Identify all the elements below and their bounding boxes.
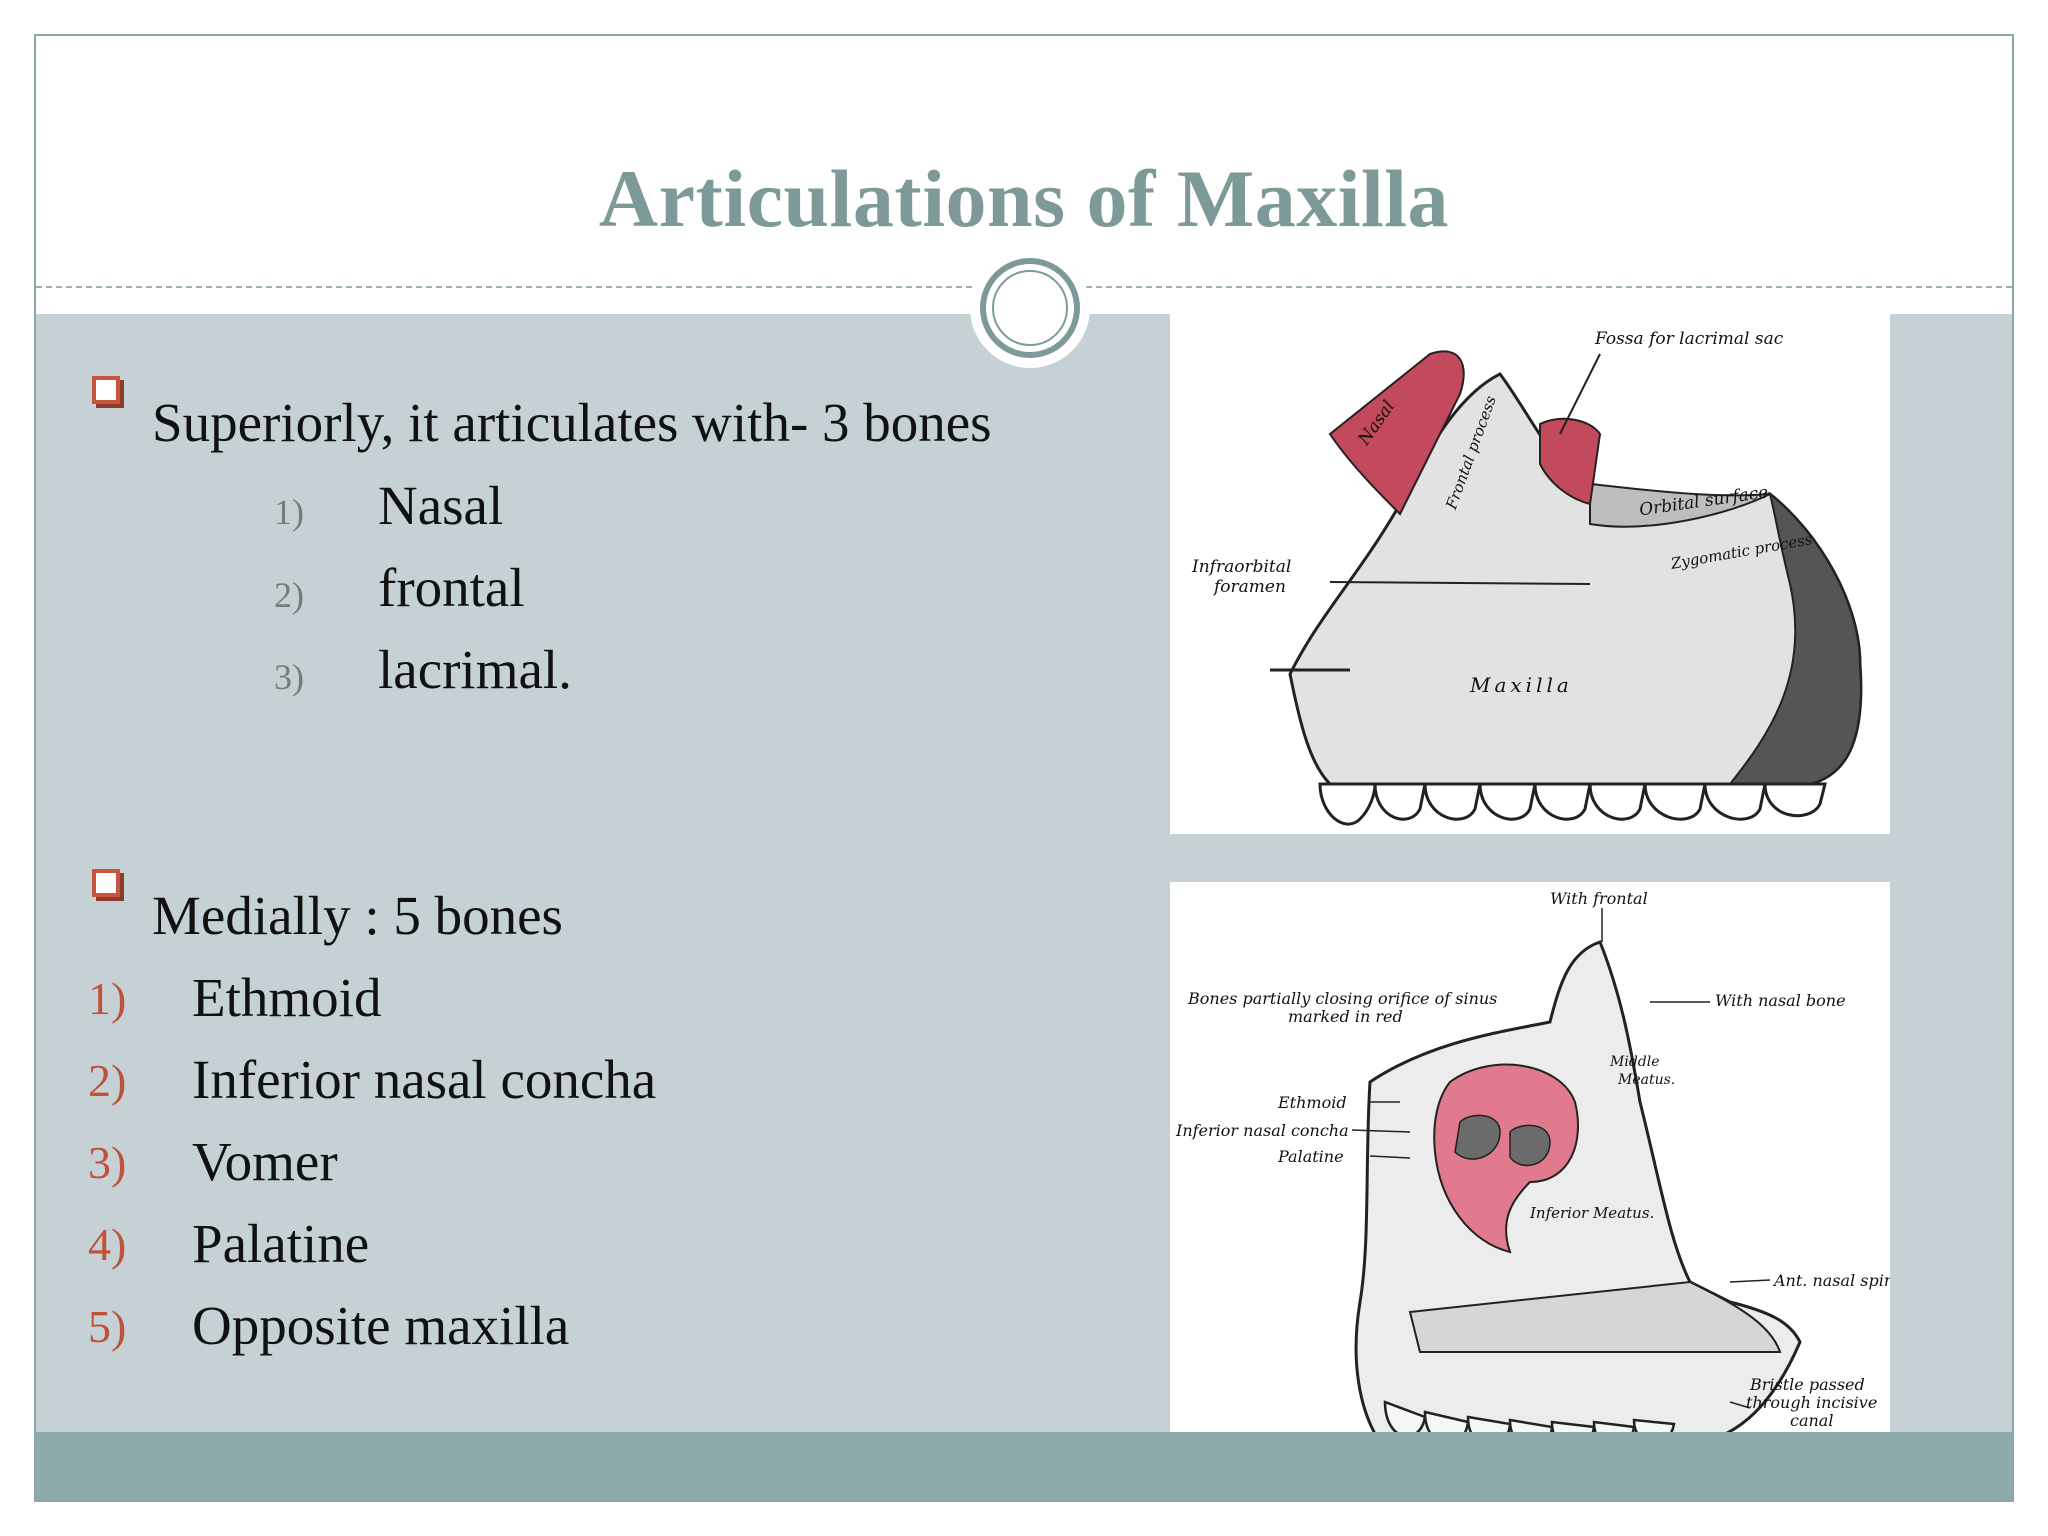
superior-item-number: 2) xyxy=(274,575,304,615)
label-bristle-passed: Bristle passed xyxy=(1749,1375,1865,1394)
slide-frame: Articulations of Maxilla Superiorly, it … xyxy=(34,34,2014,1502)
superior-item-nasal: Nasal xyxy=(378,475,504,536)
label-ant-nasal-spine: Ant. nasal spine xyxy=(1772,1271,1890,1290)
superior-item-frontal: frontal xyxy=(378,557,525,618)
label-middle: Middle xyxy=(1609,1054,1660,1070)
label-meatus: Meatus. xyxy=(1617,1072,1675,1088)
label-marked-in-red: marked in red xyxy=(1288,1007,1403,1026)
label-palatine: Palatine xyxy=(1277,1147,1344,1166)
label-inferior-nasal-concha: Inferior nasal concha xyxy=(1175,1121,1349,1140)
bullet-square-icon xyxy=(92,869,120,897)
medial-item-vomer: Vomer xyxy=(192,1131,338,1192)
label-with-nasal-bone: With nasal bone xyxy=(1715,991,1846,1010)
label-canal: canal xyxy=(1790,1411,1833,1430)
label-fossa-lacrimal-sac: Fossa for lacrimal sac xyxy=(1594,329,1784,349)
superior-heading: Superiorly, it articulates with- 3 bones xyxy=(152,392,992,453)
bullet-square-icon xyxy=(92,376,120,404)
medial-item-inferior-nasal-concha: Inferior nasal concha xyxy=(192,1049,657,1110)
superior-item-lacrimal: lacrimal. xyxy=(378,639,572,700)
medial-item-number: 2) xyxy=(88,1055,127,1106)
medial-item-palatine: Palatine xyxy=(192,1213,370,1274)
label-inferior-meatus: Inferior Meatus. xyxy=(1529,1204,1654,1222)
medial-item-ethmoid: Ethmoid xyxy=(192,967,382,1028)
superior-item-number: 3) xyxy=(274,657,304,697)
label-maxilla: Maxilla xyxy=(1469,673,1573,697)
maxilla-lateral-figure: Fossa for lacrimal sac Nasal Frontal pro… xyxy=(1170,314,1890,834)
divider-circle-icon xyxy=(980,258,1080,358)
label-through-incisive: through incisive xyxy=(1746,1393,1877,1412)
label-bones-partially-closing: Bones partially closing orifice of sinus xyxy=(1187,989,1497,1008)
label-foramen: foramen xyxy=(1212,577,1286,597)
slide-title: Articulations of Maxilla xyxy=(598,153,1450,244)
label-with-frontal: With frontal xyxy=(1550,889,1648,908)
maxilla-medial-illustration: With frontal Bones partially closing ori… xyxy=(1175,889,1904,1450)
medial-item-number: 3) xyxy=(88,1137,127,1188)
medial-heading: Medially : 5 bones xyxy=(152,885,563,946)
superior-item-number: 1) xyxy=(274,492,304,532)
medial-item-number: 4) xyxy=(88,1219,127,1270)
medial-item-number: 1) xyxy=(88,973,127,1024)
maxilla-medial-figure: With frontal Bones partially closing ori… xyxy=(1170,882,1904,1460)
label-ethmoid: Ethmoid xyxy=(1277,1093,1347,1112)
medial-item-opposite-maxilla: Opposite maxilla xyxy=(192,1295,570,1356)
maxilla-lateral-illustration: Fossa for lacrimal sac Nasal Frontal pro… xyxy=(1191,329,1863,826)
label-infraorbital: Infraorbital xyxy=(1191,557,1291,577)
medial-item-number: 5) xyxy=(88,1301,127,1352)
footer-bar xyxy=(36,1432,2012,1500)
